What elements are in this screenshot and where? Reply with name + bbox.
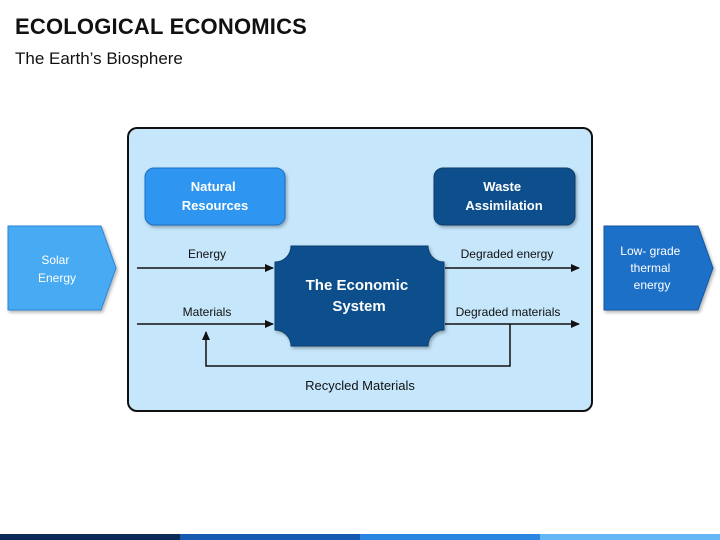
natural-resources-label: Natural Resources xyxy=(182,179,248,213)
footer-segment-1 xyxy=(0,534,180,540)
degraded-materials-label: Degraded materials xyxy=(456,305,561,319)
materials-label: Materials xyxy=(183,305,232,319)
low-grade-energy-arrow xyxy=(603,225,714,311)
low-grade-energy-line-3: energy xyxy=(634,278,671,292)
economic-system-box xyxy=(274,245,445,347)
waste-assimilation-box xyxy=(433,167,576,226)
footer-segment-4 xyxy=(540,534,720,540)
solar-energy-line-2: Energy xyxy=(38,271,76,285)
natural-resources-box xyxy=(144,167,286,226)
low-grade-energy-line-2: thermal xyxy=(630,261,670,275)
footer-segment-3 xyxy=(360,534,540,540)
footer-color-bar xyxy=(0,534,720,540)
natural-resources-line-1: Natural xyxy=(191,179,236,194)
footer-segment-2 xyxy=(180,534,360,540)
low-grade-energy-label: Low- grade thermal energy xyxy=(620,244,683,292)
waste-assimilation-label: Waste Assimilation xyxy=(465,179,542,213)
solar-energy-arrow xyxy=(7,225,117,311)
solar-energy-line-1: Solar xyxy=(41,253,69,267)
waste-assimilation-line-1: Waste xyxy=(483,179,521,194)
page-subtitle: The Earth’s Biosphere xyxy=(15,49,183,68)
degraded-energy-label: Degraded energy xyxy=(461,247,554,261)
page-title: ECOLOGICAL ECONOMICS xyxy=(15,14,308,39)
solar-energy-label: Solar Energy xyxy=(38,253,76,285)
economic-system-line-1: The Economic xyxy=(306,277,409,294)
natural-resources-line-2: Resources xyxy=(182,198,248,213)
economic-system-label: The Economic System xyxy=(306,277,413,315)
waste-assimilation-line-2: Assimilation xyxy=(465,198,542,213)
low-grade-energy-line-1: Low- grade xyxy=(620,244,680,258)
energy-label: Energy xyxy=(188,247,226,261)
recycled-materials-loop xyxy=(202,324,511,367)
recycled-materials-label: Recycled Materials xyxy=(305,378,415,393)
economic-system-line-2: System xyxy=(332,298,385,315)
